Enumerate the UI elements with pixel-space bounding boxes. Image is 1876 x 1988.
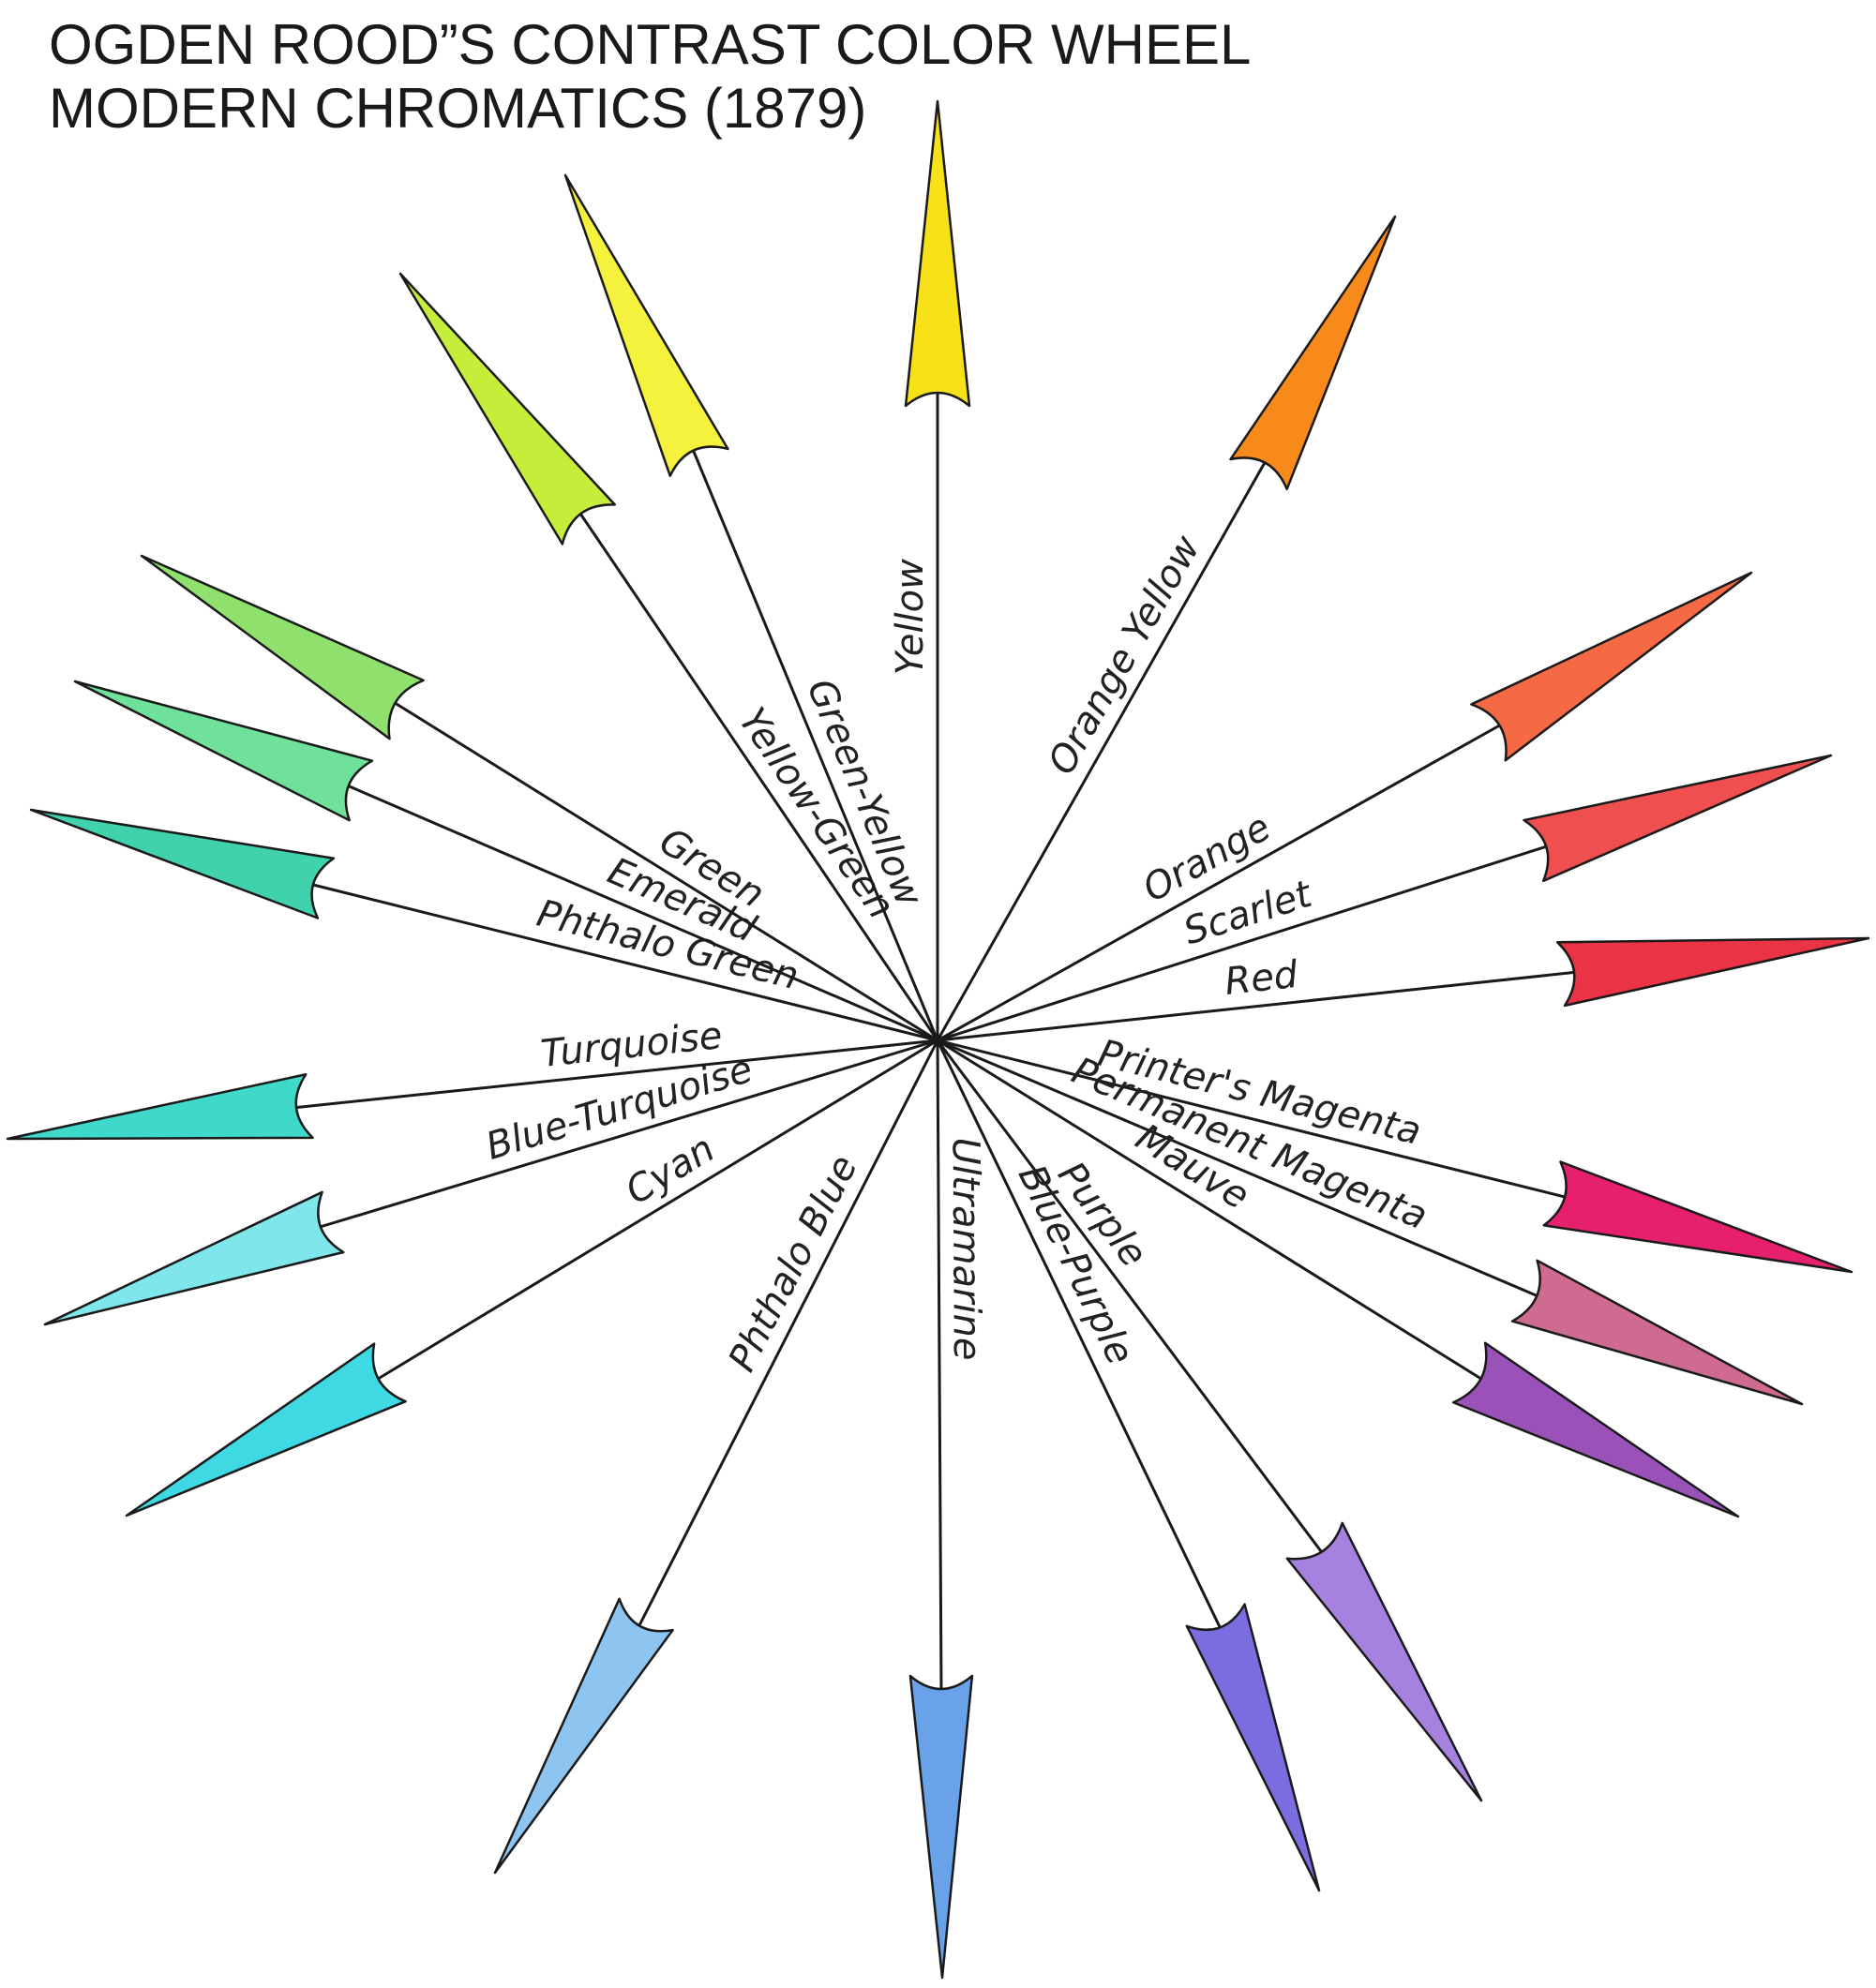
arrow-head bbox=[140, 554, 425, 740]
arrow-head bbox=[563, 173, 729, 477]
spoke-line bbox=[308, 882, 938, 1042]
arrow-head bbox=[1555, 936, 1870, 1008]
arrow-head bbox=[904, 99, 971, 408]
title-line-2: MODERN CHROMATICS (1879) bbox=[49, 77, 867, 140]
spoke-line bbox=[937, 844, 1551, 1042]
spoke-line bbox=[937, 1039, 1569, 1200]
spoke-ultramarine: Ultramarine bbox=[908, 1039, 988, 1980]
spoke-line bbox=[937, 970, 1579, 1042]
spoke-turquoise: Turquoise bbox=[6, 1014, 938, 1141]
spoke-label: Red bbox=[1223, 953, 1300, 1004]
arrow-head bbox=[6, 1073, 314, 1141]
spoke-line bbox=[936, 458, 1268, 1041]
arrow-head bbox=[73, 680, 374, 822]
arrow-head bbox=[1451, 1341, 1740, 1518]
arrow-head bbox=[398, 272, 617, 546]
spoke-line bbox=[936, 1039, 1326, 1556]
spoke-line bbox=[690, 446, 939, 1041]
spoke-purple: Purple bbox=[936, 1039, 1483, 1802]
arrow-head bbox=[43, 1190, 345, 1326]
spoke-line bbox=[936, 1039, 943, 1694]
spoke-line bbox=[937, 722, 1504, 1042]
spoke-line bbox=[937, 1039, 1541, 1299]
arrow-head bbox=[29, 808, 336, 919]
arrow-head bbox=[1510, 1259, 1804, 1406]
arrow-head bbox=[125, 1342, 407, 1517]
spoke-line bbox=[391, 699, 938, 1042]
spoke-label: Orange Yellow bbox=[1040, 529, 1208, 783]
arrow-head bbox=[1185, 1603, 1321, 1892]
arrow-head bbox=[1470, 571, 1753, 762]
spoke-line bbox=[316, 1039, 938, 1230]
spoke-label: Phthalo Blue bbox=[720, 1148, 865, 1378]
arrow-head bbox=[908, 1674, 974, 1980]
spoke-line bbox=[936, 1039, 1223, 1632]
arrow-head bbox=[1523, 754, 1833, 883]
spoke-scarlet: Scarlet bbox=[937, 754, 1833, 1042]
spoke-line bbox=[577, 510, 939, 1041]
arrow-head bbox=[1542, 1160, 1853, 1274]
page-title: OGDEN ROOD”S CONTRAST COLOR WHEEL MODERN… bbox=[49, 13, 1251, 141]
arrow-head bbox=[493, 1597, 674, 1875]
wheel-center bbox=[933, 1036, 942, 1045]
spoke-line bbox=[374, 1039, 938, 1383]
spoke-line bbox=[636, 1039, 939, 1630]
spoke-label: Yellow bbox=[889, 559, 932, 675]
spoke-line bbox=[937, 1039, 1485, 1383]
spoke-red: Red bbox=[937, 936, 1870, 1042]
spoke-yellow: Yellow bbox=[889, 99, 971, 1040]
spoke-line bbox=[344, 783, 938, 1042]
title-line-1: OGDEN ROOD”S CONTRAST COLOR WHEEL bbox=[49, 13, 1252, 76]
arrow-head bbox=[1285, 1521, 1483, 1802]
spoke-line bbox=[292, 1039, 938, 1110]
arrow-head bbox=[1229, 215, 1397, 491]
spoke-label: Ultramarine bbox=[944, 1137, 988, 1360]
